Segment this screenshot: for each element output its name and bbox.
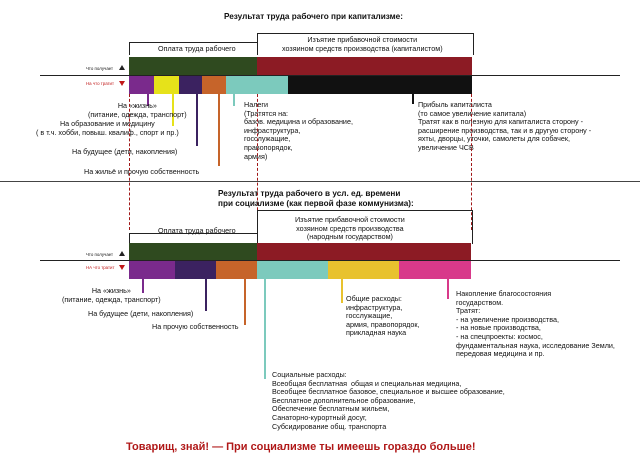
capitalism-ann-profit: Прибыль капиталиста (то самое увеличение… — [418, 100, 592, 152]
socialism-ann-social: Социальные расходы: Всеобщая бесплатная … — [272, 370, 505, 431]
capitalism-ann-future: На будущее (дети, накопления) — [72, 147, 178, 156]
surplus-end-dashed-line — [471, 94, 472, 230]
capitalism-future-seg — [179, 76, 202, 94]
surplus-start-dashed-line — [257, 94, 258, 230]
socialism-ann-general: Общие расходы: инфраструктура, госслужащ… — [346, 294, 420, 338]
footer-slogan: Товарищ, знай! — При социализме ты имееш… — [126, 441, 476, 453]
spent-arrow-icon — [119, 265, 125, 270]
socialism-life-seg — [129, 261, 175, 279]
capitalism-ann-education: На образование и медицину ( в т.ч. хобби… — [36, 119, 179, 137]
capitalism-row-spent-label: На что тратит — [86, 81, 115, 86]
received-arrow-icon — [119, 251, 125, 256]
socialism-social-seg — [257, 261, 328, 279]
capitalism-wage-bar — [129, 57, 257, 75]
socialism-general-seg — [328, 261, 399, 279]
capitalism-ann-housing: На жильё и прочую собственность — [84, 167, 200, 176]
capitalism-education-seg — [154, 76, 179, 94]
capitalism-ann-taxes: Налеги (Тратятся на: базов. медицина и о… — [244, 100, 353, 161]
socialism-future-pointer — [205, 279, 207, 311]
socialism-wage-label: Оплата труда рабочего — [158, 226, 236, 235]
socialism-general-pointer — [341, 279, 343, 303]
capitalism-education-pointer — [172, 94, 174, 126]
socialism-surplus-bracket — [257, 210, 473, 244]
capitalism-surplus-bar — [257, 57, 472, 75]
socialism-ann-life: На «жизнь» (питание, одежда, транспорт) — [62, 286, 161, 304]
capitalism-surplus-label: Изъятие прибавочной стоимости хозяином с… — [282, 35, 443, 53]
capitalism-title: Результат труда рабочего при капитализме… — [224, 12, 403, 21]
socialism-wage-bar — [129, 243, 257, 260]
received-arrow-icon — [119, 65, 125, 70]
capitalism-taxes-seg — [226, 76, 288, 94]
socialism-other-pointer — [244, 279, 246, 325]
capitalism-life-pointer — [147, 94, 149, 106]
socialism-surplus-label: Изъятие прибавочной стоимости хозяином с… — [295, 215, 405, 242]
socialism-social-pointer — [264, 279, 266, 379]
socialism-accum-seg — [399, 261, 471, 279]
capitalism-surplus-bracket — [257, 33, 474, 55]
socialism-title: Результат труда рабочего в усл. ед. врем… — [218, 189, 414, 208]
capitalism-profit-seg — [288, 76, 472, 94]
capitalism-wage-bracket — [129, 42, 258, 55]
capitalism-row-received-label: Что получает — [86, 66, 114, 71]
socialism-life-pointer — [142, 279, 144, 293]
capitalism-life-seg — [129, 76, 154, 94]
capitalism-housing-seg — [202, 76, 226, 94]
capitalism-wage-label: Оплата труда рабочего — [158, 44, 236, 53]
capitalism-profit-pointer — [412, 94, 414, 104]
socialism-row-spent-label: НА что тратит — [86, 265, 115, 270]
socialism-surplus-bar — [257, 243, 471, 260]
capitalism-ann-life: На «жизнь» (питание, одежда, транспорт) — [88, 101, 187, 119]
socialism-ann-other: На прочую собственность — [152, 322, 239, 331]
socialism-ann-future: На будущее (дети, накопления) — [88, 309, 194, 318]
capitalism-axis-line — [40, 75, 620, 76]
capitalism-housing-pointer — [218, 94, 220, 166]
wage-divider-dashed-line — [129, 94, 130, 230]
socialism-other-seg — [216, 261, 257, 279]
socialism-ann-accum: Накопление благосостояния государством. … — [456, 289, 615, 359]
socialism-future-seg — [175, 261, 216, 279]
section-divider — [0, 181, 640, 182]
capitalism-future-pointer — [196, 94, 198, 146]
socialism-wage-bracket — [129, 233, 258, 244]
socialism-axis-line — [40, 260, 620, 261]
spent-arrow-icon — [119, 81, 125, 86]
capitalism-taxes-pointer — [233, 94, 235, 106]
socialism-accum-pointer — [447, 279, 449, 299]
socialism-row-received-label: Что получает — [86, 252, 114, 257]
